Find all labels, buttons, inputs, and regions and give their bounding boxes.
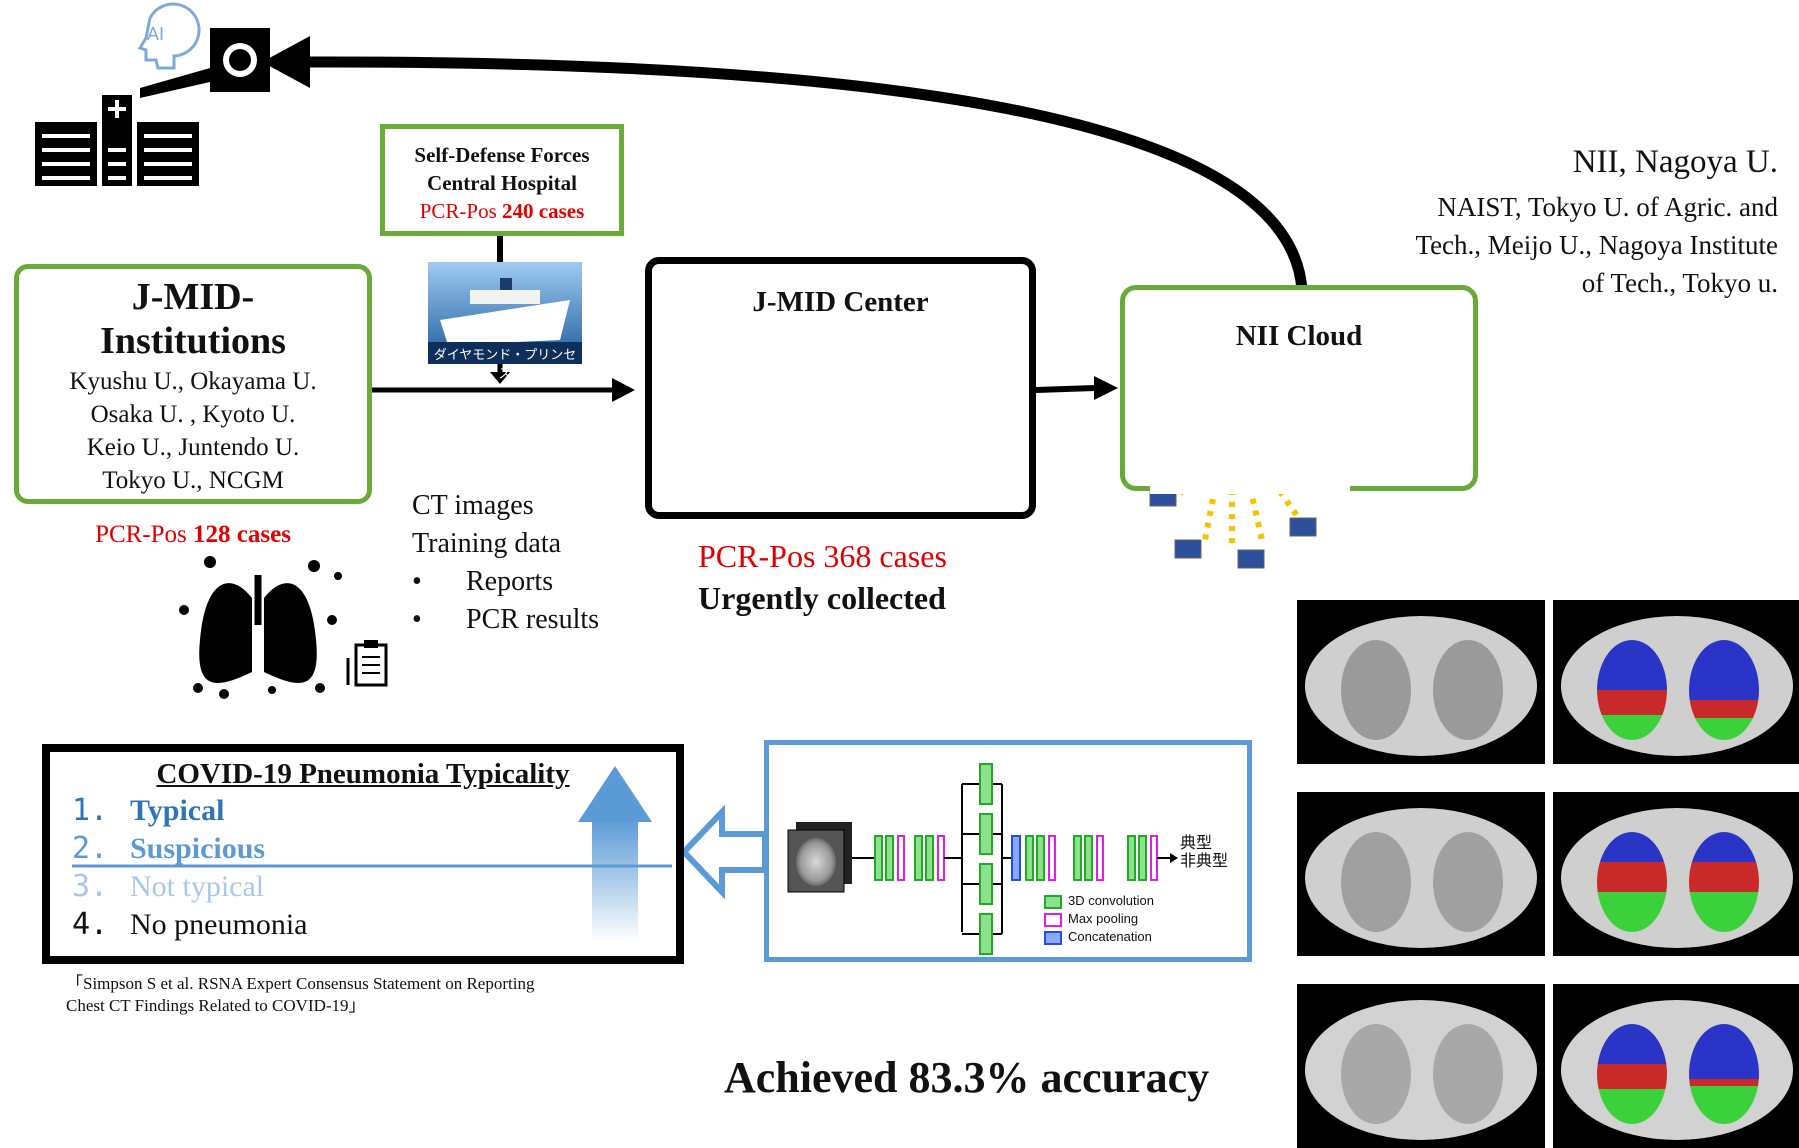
feedback-arrow xyxy=(262,36,1308,291)
typicality-item-3: 3. Not typical xyxy=(72,868,307,906)
typicality-item-4-num: 4. xyxy=(72,907,109,942)
citation: 「Simpson S et al. RSNA Expert Consensus … xyxy=(66,973,534,1017)
partners-main: NII, Nagoya U. xyxy=(1572,144,1778,180)
typicality-list: 1. Typical 2. Suspicious 3. Not typical 4. N… xyxy=(72,792,307,944)
sdf-pcr-count: PCR-Pos 240 cases xyxy=(385,197,619,225)
partners-line-2: Tech., Meijo U., Nagoya Institute xyxy=(1415,230,1778,260)
sdf-hospital-box: Self-Defense Forces Central Hospital PCR… xyxy=(380,124,624,236)
data-line-ct: CT images xyxy=(412,490,534,521)
hollow-left-arrow xyxy=(679,804,768,900)
institutions-pcr-number: 128 cases xyxy=(193,521,291,548)
institutions-title-2: Institutions xyxy=(100,320,286,362)
ct-scan-1-segmented xyxy=(1553,600,1799,764)
data-bullet-pcr: •PCR results xyxy=(412,604,600,635)
ct-scan-3 xyxy=(1297,984,1545,1148)
institution-members-2: Osaka U. , Kyoto U. xyxy=(90,401,296,428)
institution-members-4: Tokyo U., NCGM xyxy=(102,467,284,494)
center-pcr: PCR-Pos 368 cases xyxy=(698,538,947,574)
ship-caption: ダイヤモンド・プリンセス xyxy=(433,348,577,382)
typicality-item-4-label: No pneumonia xyxy=(130,908,308,941)
sdf-connector xyxy=(490,236,510,384)
institution-members-1: Kyushu U., Okayama U. xyxy=(69,368,317,395)
typicality-item-4: 4. No pneumonia xyxy=(72,906,307,944)
citation-line-1: 「Simpson S et al. RSNA Expert Consensus … xyxy=(66,974,535,993)
nii-cloud-box: NII Cloud xyxy=(1120,285,1478,491)
accuracy-text: Achieved 83.3% accuracy xyxy=(724,1053,1210,1102)
institutions-box: J-MID- Institutions Kyushu U., Okayama U… xyxy=(14,264,372,504)
legend-concat: Concatenation xyxy=(1044,928,1154,946)
partners-line-3: of Tech., Tokyo u. xyxy=(1581,268,1778,298)
arrow-to-center xyxy=(372,378,635,402)
legend-conv-label: 3D convolution xyxy=(1068,893,1154,908)
data-description: CT images Training data •Reports •PCR re… xyxy=(412,487,599,639)
typicality-item-1-num: 1. xyxy=(72,793,109,828)
nii-cloud-title: NII Cloud xyxy=(1235,320,1363,352)
institutions-pcr: PCR-Pos 128 cases xyxy=(14,521,372,549)
typicality-item-2: 2. Suspicious xyxy=(72,830,307,868)
typicality-item-1: 1. Typical xyxy=(72,792,307,830)
cnn-architecture xyxy=(787,763,1178,955)
network-outputs: 典型 非典型 xyxy=(1180,834,1228,870)
legend-pool-label: Max pooling xyxy=(1068,911,1139,926)
ct-scan-2-segmented xyxy=(1553,792,1799,956)
typicality-item-1-label: Typical xyxy=(130,794,225,827)
data-line-training: Training data xyxy=(412,528,562,559)
typicality-item-2-num: 2. xyxy=(72,831,109,866)
partners-line-1: NAIST, Tokyo U. of Agric. and xyxy=(1437,192,1778,222)
data-bullet-pcr-text: PCR results xyxy=(466,604,600,635)
typicality-box xyxy=(42,744,684,964)
data-bullet-reports: •Reports xyxy=(412,566,554,597)
typicality-title: COVID-19 Pneumonia Typicality xyxy=(156,758,570,790)
sdf-name-line1: Self-Defense Forces xyxy=(414,143,590,167)
typicality-item-2-label: Suspicious xyxy=(130,832,266,865)
ct-scan-3-segmented xyxy=(1553,984,1799,1148)
cruise-ship-image xyxy=(428,262,582,364)
typicality-up-arrow xyxy=(578,766,652,942)
lungs-icon xyxy=(179,556,388,699)
data-bullet-reports-text: Reports xyxy=(466,566,554,597)
citation-line-2: Chest CT Findings Related to COVID-19」 xyxy=(66,996,366,1015)
institution-members-3: Keio U., Juntendo U. xyxy=(86,434,300,461)
ai-label: AI xyxy=(147,24,165,44)
arrow-to-cloud xyxy=(1035,376,1118,400)
partners-list: NAIST, Tokyo U. of Agric. and Tech., Mei… xyxy=(1415,188,1778,302)
sdf-name-line2: Central Hospital xyxy=(427,171,577,195)
typicality-item-3-label: Not typical xyxy=(130,870,265,903)
output-typical: 典型 xyxy=(1180,833,1213,852)
ct-image-grid xyxy=(1297,600,1799,1148)
institutions-title-1: J-MID- xyxy=(131,276,255,318)
legend-pool: Max pooling xyxy=(1044,910,1154,928)
institutions-pcr-prefix: PCR-Pos xyxy=(95,521,194,548)
sdf-pcr-number: 240 cases xyxy=(502,199,585,223)
jmid-center-title: J-MID Center xyxy=(752,286,929,318)
legend-concat-label: Concatenation xyxy=(1068,929,1152,944)
center-collected: Urgently collected xyxy=(698,580,946,616)
cloud-box-gap xyxy=(1150,480,1350,494)
network-box xyxy=(764,740,1252,962)
sdf-pcr-prefix: PCR-Pos xyxy=(419,199,503,223)
ai-hospital-icon xyxy=(35,2,270,186)
ct-scan-1 xyxy=(1297,600,1545,764)
jmid-center-box: J-MID Center xyxy=(645,257,1036,519)
ct-scan-2 xyxy=(1297,792,1545,956)
typicality-item-3-num: 3. xyxy=(72,869,109,904)
legend-conv: 3D convolution xyxy=(1044,892,1154,910)
network-legend: 3D convolution Max pooling Concatenation xyxy=(1044,892,1154,946)
output-atypical: 非典型 xyxy=(1180,851,1229,870)
ship-brand: DIAMOND PRINCESS xyxy=(465,331,547,340)
